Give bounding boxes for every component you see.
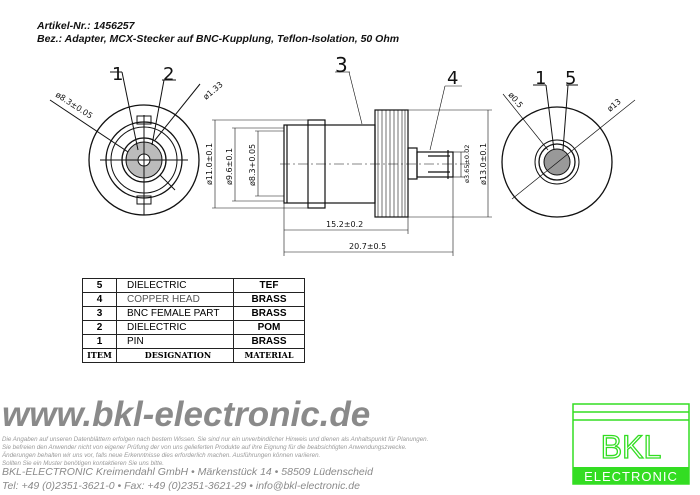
- callout-2: 2: [163, 64, 174, 85]
- header-material: MATERIAL: [233, 348, 305, 363]
- bkl-logo: BKL ELECTRONIC: [572, 403, 690, 485]
- callout-1: 1: [112, 64, 123, 85]
- callout-3: 3: [335, 55, 348, 77]
- material-cell: BRASS: [233, 334, 305, 349]
- header-item: ITEM: [82, 348, 117, 363]
- designation-cell: DIELECTRIC: [116, 320, 234, 335]
- logo-brand: BKL: [601, 429, 661, 465]
- disclaimer-line: Die Angaben auf unseren Datenblättern er…: [2, 436, 429, 443]
- technical-drawing: 1 2 ø8.3±0.05 ø1.33: [49, 55, 636, 256]
- designation-cell: COPPER HEAD: [116, 292, 234, 307]
- dimension-lines: [212, 71, 492, 256]
- dim-d96: ø9.6±0.1: [225, 148, 234, 185]
- designation-cell: BNC FEMALE PART: [116, 306, 234, 321]
- material-cell: POM: [233, 320, 305, 335]
- dim-right-large: ø13: [606, 97, 623, 114]
- dim-right-small: ø0.5: [506, 91, 524, 110]
- header-designation: DESIGNATION: [116, 348, 234, 363]
- callout-4: 4: [447, 68, 458, 89]
- designation-cell: PIN: [116, 334, 234, 349]
- product-description: Bez.: Adapter, MCX-Stecker auf BNC-Kuppl…: [37, 33, 400, 45]
- material-cell: BRASS: [233, 306, 305, 321]
- dim-length-20: 20.7±0.5: [349, 242, 386, 251]
- side-view: [283, 109, 454, 218]
- item-cell: 1: [82, 334, 117, 349]
- logo-sub: ELECTRONIC: [584, 469, 678, 484]
- item-cell: 3: [82, 306, 117, 321]
- rear-view-mcx: [501, 84, 636, 218]
- disclaimer-line: Sollten Sie ein Muster benötigen kontakt…: [2, 460, 165, 467]
- dim-left-small: ø1.33: [202, 80, 225, 101]
- disclaimer-line: Änderungen behalten wir uns vor, falls n…: [2, 452, 321, 459]
- website-url[interactable]: www.bkl-electronic.de: [2, 395, 371, 434]
- dim-length-15: 15.2±0.2: [326, 220, 363, 229]
- designation-cell: DIELECTRIC: [116, 278, 234, 293]
- material-cell: BRASS: [233, 292, 305, 307]
- item-cell: 5: [82, 278, 117, 293]
- callout-1-right: 1: [535, 68, 546, 89]
- article-number: Artikel-Nr.: 1456257: [37, 20, 135, 32]
- dim-d83: ø8.3+0.05: [248, 144, 257, 186]
- disclaimer-line: Sie befreien den Anwender nicht von eige…: [2, 444, 407, 451]
- dim-d365: ø3.65±0.02: [463, 145, 471, 183]
- company-address: BKL-ELECTRONIC Kreimendahl GmbH • Märken…: [2, 466, 373, 478]
- dim-d11: ø11.0±0.1: [205, 143, 214, 185]
- front-view-bnc: [49, 71, 201, 216]
- item-cell: 4: [82, 292, 117, 307]
- callout-5: 5: [565, 68, 576, 89]
- dim-d13: ø13.0±0.1: [479, 143, 488, 185]
- item-cell: 2: [82, 320, 117, 335]
- material-cell: TEF: [233, 278, 305, 293]
- company-contact: Tel: +49 (0)2351-3621-0 • Fax: +49 (0)23…: [2, 480, 360, 492]
